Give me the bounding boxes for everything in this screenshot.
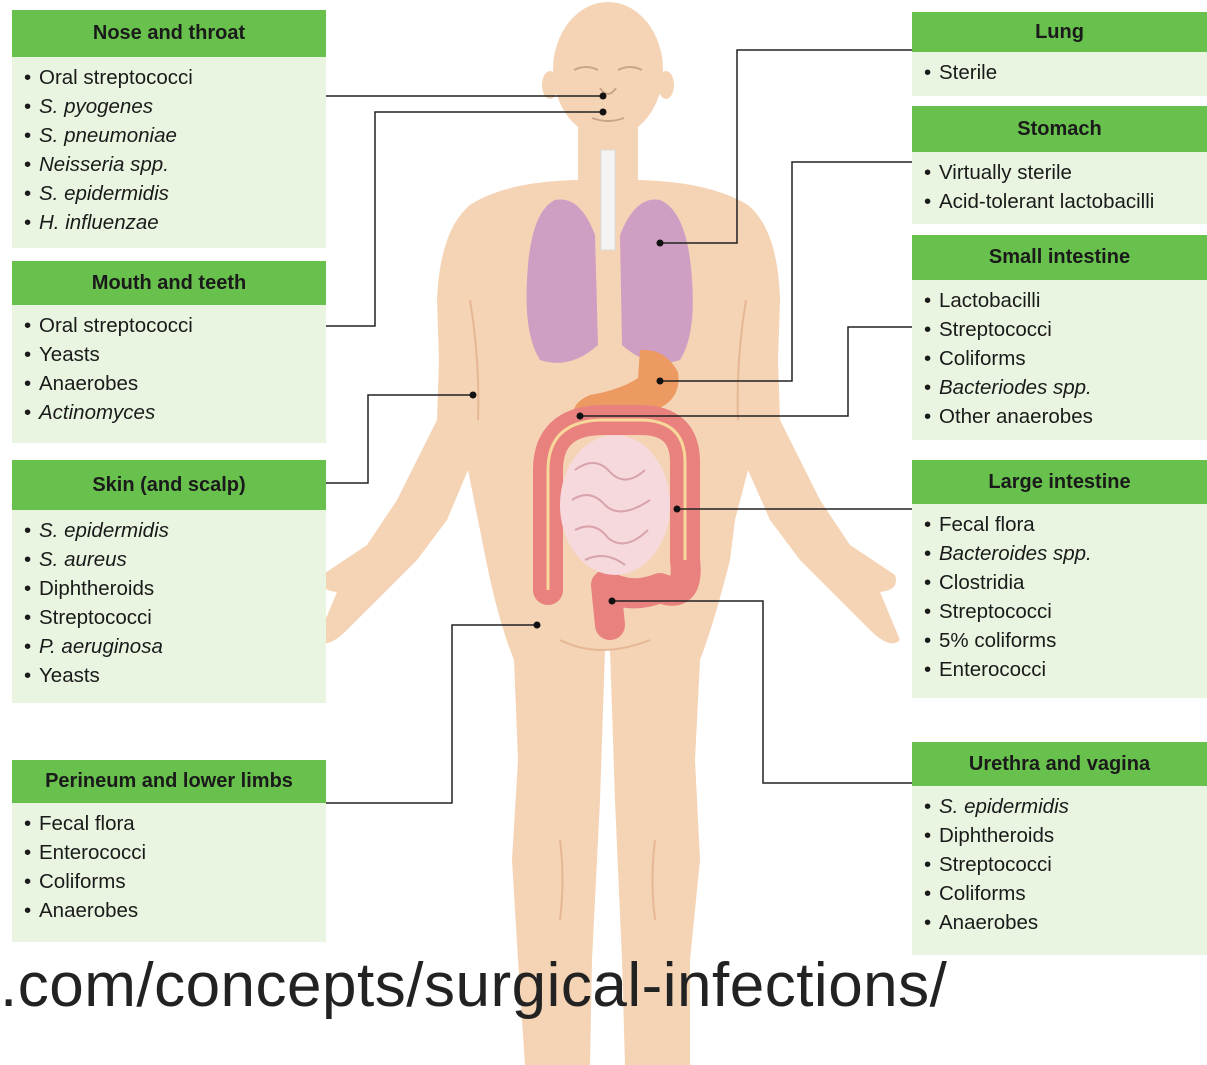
source-url-text: .com/concepts/surgical-infections/ — [0, 950, 947, 1021]
list-item: Streptococci — [24, 603, 326, 632]
list-item: H. influenzae — [24, 208, 326, 237]
large-intestine-list: Fecal flora Bacteroides spp. Clostridia … — [912, 504, 1207, 684]
large-intestine-box: Large intestine Fecal flora Bacteroides … — [912, 460, 1207, 698]
nose-throat-title: Nose and throat — [12, 10, 326, 57]
perineum-list: Fecal flora Enterococci Coliforms Anaero… — [12, 803, 326, 925]
list-item: Streptococci — [924, 315, 1207, 344]
left-lung — [527, 199, 598, 362]
list-item: S. epidermidis — [924, 792, 1207, 821]
large-intestine-title: Large intestine — [912, 460, 1207, 504]
list-item: Sterile — [924, 58, 1207, 87]
list-item: 5% coliforms — [924, 626, 1207, 655]
list-item: Bacteroides spp. — [924, 539, 1207, 568]
stomach-title: Stomach — [912, 106, 1207, 152]
list-item: Coliforms — [24, 867, 326, 896]
list-item: Enterococci — [924, 655, 1207, 684]
stomach-list: Virtually sterile Acid-tolerant lactobac… — [912, 152, 1207, 216]
skin-list: S. epidermidis S. aureus Diphtheroids St… — [12, 510, 326, 690]
list-item: Coliforms — [924, 879, 1207, 908]
list-item: S. aureus — [24, 545, 326, 574]
lung-title: Lung — [912, 12, 1207, 52]
list-item: Oral streptococci — [24, 311, 326, 340]
small-intestine-list: Lactobacilli Streptococci Coliforms Bact… — [912, 280, 1207, 431]
list-item: Diphtheroids — [24, 574, 326, 603]
list-item: Enterococci — [24, 838, 326, 867]
list-item: S. epidermidis — [24, 516, 326, 545]
list-item: Clostridia — [924, 568, 1207, 597]
list-item: Oral streptococci — [24, 63, 326, 92]
mouth-teeth-list: Oral streptococci Yeasts Anaerobes Actin… — [12, 305, 326, 427]
list-item: Yeasts — [24, 661, 326, 690]
list-item: Bacteriodes spp. — [924, 373, 1207, 402]
mouth-teeth-title: Mouth and teeth — [12, 261, 326, 305]
perineum-box: Perineum and lower limbs Fecal flora Ent… — [12, 760, 326, 942]
small-intestine-title: Small intestine — [912, 235, 1207, 280]
perineum-title: Perineum and lower limbs — [12, 760, 326, 803]
trachea — [601, 150, 615, 250]
list-item: S. pneumoniae — [24, 121, 326, 150]
stomach-box: Stomach Virtually sterile Acid-tolerant … — [912, 106, 1207, 224]
mouth-teeth-box: Mouth and teeth Oral streptococci Yeasts… — [12, 261, 326, 443]
urethra-vagina-box: Urethra and vagina S. epidermidis Diphth… — [912, 742, 1207, 955]
small-intestine-box: Small intestine Lactobacilli Streptococc… — [912, 235, 1207, 440]
list-item: Neisseria spp. — [24, 150, 326, 179]
list-item: Anaerobes — [24, 896, 326, 925]
list-item: S. epidermidis — [24, 179, 326, 208]
list-item: Streptococci — [924, 597, 1207, 626]
list-item: Yeasts — [24, 340, 326, 369]
lung-box: Lung Sterile — [912, 12, 1207, 96]
skin-box: Skin (and scalp) S. epidermidis S. aureu… — [12, 460, 326, 703]
list-item: Fecal flora — [924, 510, 1207, 539]
list-item: Diphtheroids — [924, 821, 1207, 850]
list-item: S. pyogenes — [24, 92, 326, 121]
list-item: Anaerobes — [24, 369, 326, 398]
list-item: Other anaerobes — [924, 402, 1207, 431]
list-item: Actinomyces — [24, 398, 326, 427]
list-item: Virtually sterile — [924, 158, 1207, 187]
list-item: Lactobacilli — [924, 286, 1207, 315]
urethra-vagina-list: S. epidermidis Diphtheroids Streptococci… — [912, 786, 1207, 937]
list-item: Coliforms — [924, 344, 1207, 373]
nose-throat-list: Oral streptococci S. pyogenes S. pneumon… — [12, 57, 326, 237]
lung-list: Sterile — [912, 52, 1207, 87]
list-item: Anaerobes — [924, 908, 1207, 937]
list-item: Acid-tolerant lactobacilli — [924, 187, 1207, 216]
small-intestine — [560, 435, 670, 575]
list-item: Streptococci — [924, 850, 1207, 879]
nose-throat-box: Nose and throat Oral streptococci S. pyo… — [12, 10, 326, 248]
list-item: P. aeruginosa — [24, 632, 326, 661]
skin-title: Skin (and scalp) — [12, 460, 326, 510]
urethra-vagina-title: Urethra and vagina — [912, 742, 1207, 786]
list-item: Fecal flora — [24, 809, 326, 838]
